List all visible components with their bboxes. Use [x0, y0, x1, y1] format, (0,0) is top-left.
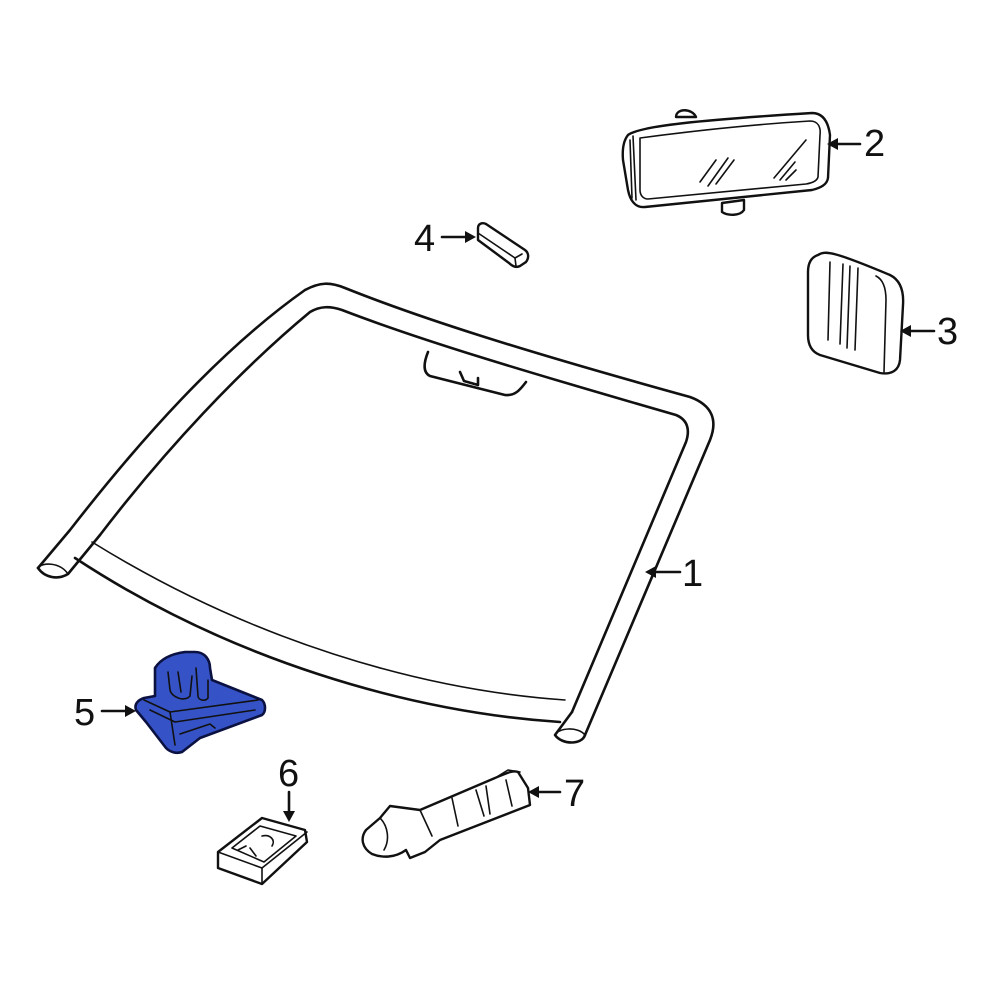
callout-2[interactable]: 2 — [864, 123, 885, 165]
callout-labels: 1 2 3 4 5 6 7 — [74, 123, 958, 815]
spacer-block-part-4[interactable] — [476, 222, 530, 268]
adhesive-cartridge-part-7[interactable] — [361, 769, 532, 860]
retainer-block-part-6[interactable] — [216, 816, 309, 886]
callout-6[interactable]: 6 — [278, 753, 299, 795]
mirror-bracket-part-3[interactable] — [806, 251, 905, 375]
molding-clip-part-5[interactable] — [134, 650, 267, 755]
windshield-part-1[interactable] — [36, 282, 715, 744]
rear-view-mirror-part-2[interactable] — [621, 109, 832, 216]
callout-5[interactable]: 5 — [74, 692, 95, 734]
callout-1[interactable]: 1 — [682, 553, 703, 595]
callout-3[interactable]: 3 — [937, 311, 958, 353]
callout-arrows — [100, 138, 936, 822]
callout-4[interactable]: 4 — [414, 218, 435, 260]
callout-7[interactable]: 7 — [564, 773, 585, 815]
